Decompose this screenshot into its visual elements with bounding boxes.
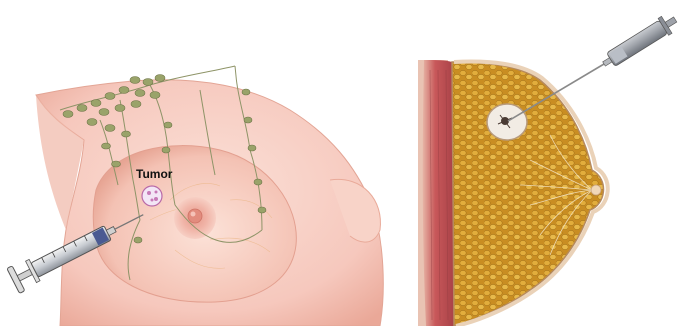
tumor-mass (142, 186, 162, 206)
breast-frontal-illustration: Tumor (0, 0, 395, 326)
breast-cross-section-illustration (400, 0, 678, 326)
nipple (188, 209, 202, 223)
fat-tissue (452, 62, 604, 326)
tumor-mass (487, 104, 527, 140)
syringe-icon (599, 11, 678, 72)
tumor-label: Tumor (136, 167, 173, 181)
